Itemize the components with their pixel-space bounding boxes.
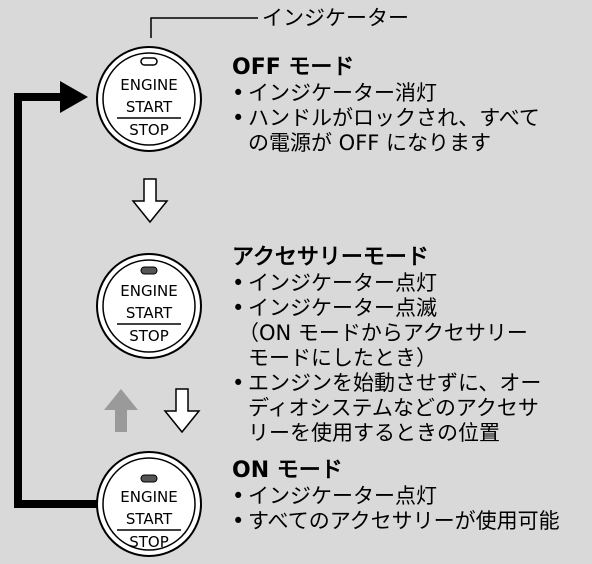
mode-panel-off: OFF モード • インジケーター消灯 • ハンドルがロックされ、すべて の電源… [232,54,540,156]
mode-panel-on: ON モード • インジケーター点灯 • すべてのアクセサリーが使用可能 [232,457,560,534]
bullet-mark: • [232,271,245,295]
indicator-light-off [140,57,158,66]
engine-button-accessory: ENGINE START STOP [96,253,202,359]
stop-text: STOP [129,121,169,139]
bullet-mark: • [232,106,245,130]
indicator-callout-line [150,17,258,38]
bullet-text: インジケーター点灯 [248,271,437,295]
engine-text: ENGINE [120,76,177,94]
bullet-text-continued: （ON モードからアクセサリー [238,321,528,345]
up-arrow-on-to-acc [104,389,138,432]
bullet-text-continued: リーを使用するときの位置 [248,421,500,445]
down-arrow-off-to-acc [131,178,169,224]
indicator-light-on [140,474,158,483]
bullet-text: インジケーター消灯 [248,81,437,105]
mode-bullet: • インジケーター消灯 [232,81,540,106]
bullet-text-continued: ディオシステムなどのアクセサ [248,396,539,420]
bullet-text: インジケーター点灯 [248,484,437,508]
mode-bullet: • インジケーター点滅 [232,296,541,321]
indicator-light-accessory [140,266,158,275]
bullet-text: すべてのアクセサリーが使用可能 [248,509,560,533]
bullet-text-continued: モードにしたとき） [248,346,437,370]
stop-text: STOP [129,327,169,345]
bullet-mark: • [232,371,245,395]
start-text: START [126,510,173,528]
down-arrow-acc-to-on [163,388,201,434]
mode-bullet: • インジケーター点灯 [232,271,541,296]
engine-text: ENGINE [120,488,177,506]
bullet-text: エンジンを始動させずに、オー [248,371,542,395]
stop-text: STOP [129,533,169,551]
bullet-mark: • [232,509,245,533]
mode-bullet: • すべてのアクセサリーが使用可能 [232,509,560,534]
cycle-return-arrowhead [60,81,88,113]
indicator-label: インジケーター [262,6,409,30]
engine-button-off: ENGINE START STOP [96,46,202,152]
start-text: START [126,304,173,322]
bullet-mark: • [232,484,245,508]
engine-button-on: ENGINE START STOP [96,451,202,557]
bullet-text-continued: の電源が OFF になります [248,131,492,155]
cycle-return-line [14,93,100,508]
bullet-text: インジケーター点滅 [248,296,437,320]
engine-text: ENGINE [120,282,177,300]
mode-title: ON モード [232,458,343,483]
bullet-mark: • [232,81,245,105]
mode-title: アクセサリーモード [232,245,429,270]
mode-title: OFF モード [232,55,355,80]
start-text: START [126,98,173,116]
mode-bullet: • エンジンを始動させずに、オー [232,371,541,396]
mode-panel-accessory: アクセサリーモード • インジケーター点灯 • インジケーター点滅 （ON モー… [232,244,541,446]
mode-bullet: • インジケーター点灯 [232,484,560,509]
mode-bullet: • ハンドルがロックされ、すべて [232,106,540,131]
bullet-mark: • [232,296,245,320]
bullet-text: ハンドルがロックされ、すべて [248,106,540,130]
